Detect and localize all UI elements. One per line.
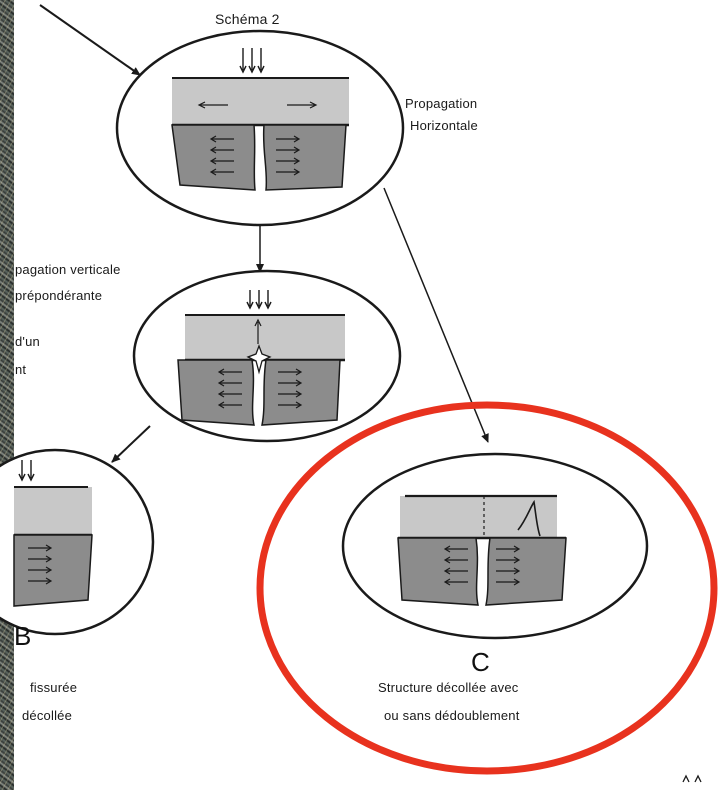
upper-layer bbox=[185, 315, 345, 360]
right-caption-line2: ou sans dédoublement bbox=[384, 708, 520, 723]
lower-block-left bbox=[397, 537, 479, 606]
upper-layer bbox=[14, 487, 92, 535]
vertical-label-line1: pagation verticale bbox=[15, 262, 121, 277]
delamination-flap bbox=[517, 499, 541, 537]
ellipse-left bbox=[0, 448, 155, 636]
arrow-middle-to-left bbox=[111, 425, 151, 463]
ellipse-right bbox=[341, 452, 649, 640]
lower-block bbox=[13, 534, 93, 607]
lower-block-right bbox=[261, 359, 341, 426]
left-caption-line1: fissurée bbox=[30, 680, 78, 695]
letter-b: B bbox=[14, 621, 32, 651]
side-fragment-line1: d'un bbox=[15, 334, 40, 349]
upper-layer bbox=[172, 78, 349, 125]
top-label-line2: Horizontale bbox=[410, 118, 478, 133]
highlight-circle bbox=[256, 401, 718, 775]
side-fragment-line2: nt bbox=[15, 362, 27, 377]
lower-block-right bbox=[262, 124, 347, 191]
left-caption-line2: décollée bbox=[22, 708, 73, 723]
arrow-to-top-ellipse bbox=[39, 4, 141, 76]
schema-title: Schéma 2 bbox=[215, 11, 280, 27]
letter-c: C bbox=[471, 647, 490, 677]
ellipse-top bbox=[115, 29, 405, 227]
lower-block-right bbox=[485, 537, 567, 606]
top-label-line1: Propagation bbox=[405, 96, 478, 111]
vertical-label-line2: prépondérante bbox=[15, 288, 103, 303]
ellipse-middle bbox=[132, 269, 402, 443]
lower-block-left bbox=[177, 359, 255, 426]
lower-block-left bbox=[171, 124, 256, 191]
right-caption-line1: Structure décollée avec bbox=[378, 680, 519, 695]
crack-void bbox=[246, 344, 272, 375]
corner-marks bbox=[682, 774, 702, 783]
upper-layer bbox=[400, 496, 557, 538]
arrow-top-to-right bbox=[383, 187, 489, 443]
